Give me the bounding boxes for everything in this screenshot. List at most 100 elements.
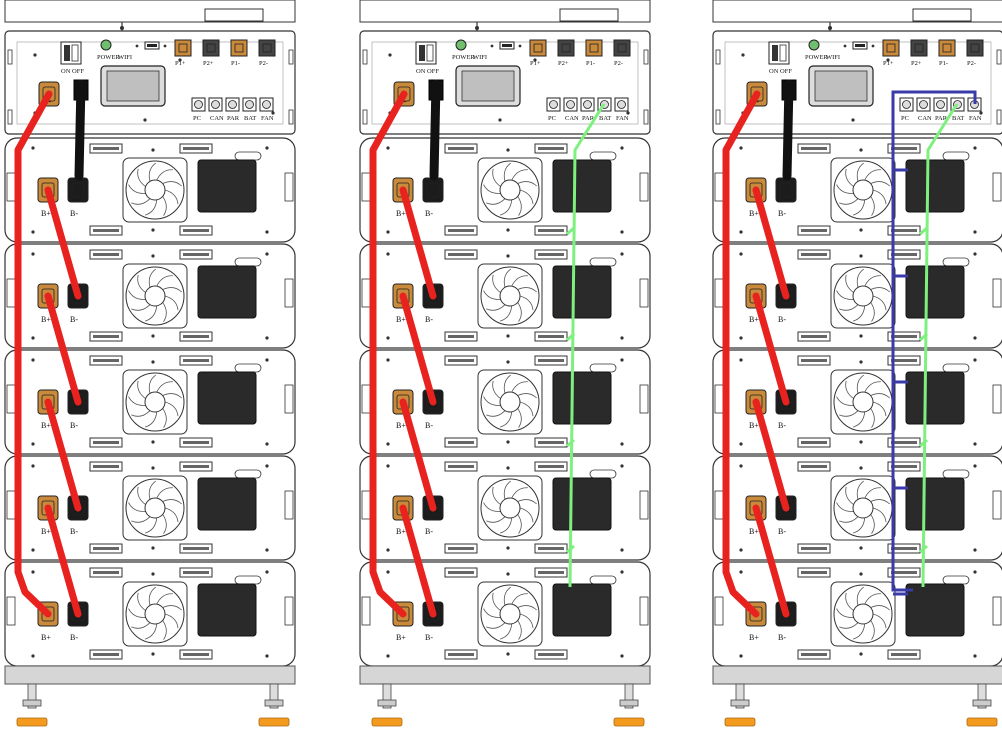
module-handle: [89, 225, 123, 236]
module-handle: [887, 649, 921, 660]
bms-link-tap: [566, 438, 575, 448]
com-port-fan: FAN: [614, 97, 629, 122]
module-positive-label: B+: [41, 527, 51, 536]
battery-module: B+B-: [4, 137, 296, 243]
module-negative-label: B-: [425, 315, 433, 324]
module-negative-label: B-: [425, 209, 433, 218]
negative-cable: [782, 79, 794, 181]
com-port-label: FAN: [969, 115, 982, 122]
module-label-slot: [942, 575, 970, 585]
lid-handle: [204, 8, 264, 22]
module-handle: [179, 143, 213, 154]
main-positive-cable: [722, 90, 761, 618]
module-label-slot: [942, 257, 970, 267]
module-handle: [179, 331, 213, 342]
fan-icon: [122, 475, 188, 541]
com-port-par: PAR: [580, 97, 595, 122]
bms-plate: [552, 265, 612, 319]
module-label-slot: [589, 469, 617, 479]
module-positive-label: B+: [396, 209, 406, 218]
power-led-icon: [808, 39, 820, 51]
module-handle: [444, 461, 478, 472]
fan-icon: [830, 263, 896, 329]
bms-plate: [905, 477, 965, 531]
com-port-par: PAR: [225, 97, 240, 122]
module-handle: [887, 225, 921, 236]
module-handle: [89, 331, 123, 342]
parallel-port-1: P1+: [174, 39, 192, 67]
bms-link-tap: [919, 438, 928, 448]
bms-plate: [197, 583, 257, 637]
leveling-foot: [613, 683, 645, 727]
fan-icon: [830, 157, 896, 223]
com-port-label: PAR: [227, 115, 240, 122]
com-port-label: PC: [548, 115, 556, 122]
series-cable: [752, 186, 790, 300]
bms-plate: [552, 159, 612, 213]
fan-icon: [830, 475, 896, 541]
module-negative-label: B-: [70, 209, 78, 218]
bms-link-tap: [919, 226, 928, 236]
fan-icon: [122, 369, 188, 435]
lcd-display: [100, 65, 166, 107]
bms-link-tap: [919, 544, 928, 554]
com-port-label: PAR: [582, 115, 595, 122]
module-handle: [887, 355, 921, 366]
module-label-slot: [589, 151, 617, 161]
module-negative-label: B-: [778, 315, 786, 324]
module-handle: [89, 249, 123, 260]
com-port-label: CAN: [210, 115, 224, 122]
com-port-label: PAR: [935, 115, 948, 122]
com-port-label: PC: [193, 115, 201, 122]
module-handle: [887, 331, 921, 342]
com-port-par: PAR: [933, 97, 948, 122]
battery-module: B+B-: [712, 243, 1002, 349]
module-handle: [89, 567, 123, 578]
power-cables: [369, 79, 441, 618]
parallel-port-label: P1+: [530, 60, 541, 67]
fan-icon: [477, 581, 543, 647]
com-port-can: CAN: [916, 97, 932, 122]
module-handle: [534, 225, 568, 236]
wifi-label: WIFI: [826, 54, 840, 61]
module-handle: [89, 437, 123, 448]
parallel-port-label: P2+: [203, 60, 214, 67]
battery-module: B+B-: [712, 561, 1002, 667]
on-off-switch: [415, 41, 437, 65]
parallel-port-2: P2+: [557, 39, 575, 67]
com-port-label: BAT: [244, 115, 256, 122]
module-handle: [179, 225, 213, 236]
module-handle: [179, 437, 213, 448]
fan-icon: [122, 157, 188, 223]
leveling-foot: [258, 683, 290, 727]
module-positive-label: B+: [749, 633, 759, 642]
module-handle: [179, 249, 213, 260]
parallel-port-label: P2+: [558, 60, 569, 67]
series-cable: [399, 504, 437, 618]
bms-plate: [905, 159, 965, 213]
module-handle: [534, 437, 568, 448]
module-handle: [887, 543, 921, 554]
module-handle: [797, 249, 831, 260]
com-port-label: CAN: [918, 115, 932, 122]
module-handle: [444, 437, 478, 448]
module-handle: [179, 567, 213, 578]
module-label-slot: [942, 469, 970, 479]
battery-module: B+B-: [712, 455, 1002, 561]
module-handle: [887, 437, 921, 448]
bms-link-tap: [566, 226, 575, 236]
com-port-label: PC: [901, 115, 909, 122]
module-positive-label: B+: [396, 527, 406, 536]
module-label-slot: [942, 151, 970, 161]
parallel-port-label: P2+: [911, 60, 922, 67]
battery-module: B+B-: [359, 561, 651, 667]
series-cable: [752, 398, 790, 512]
module-negative-label: B-: [70, 315, 78, 324]
module-positive-label: B+: [41, 421, 51, 430]
module-negative-terminal: [775, 177, 797, 203]
module-handle: [797, 143, 831, 154]
module-handle: [444, 543, 478, 554]
com-port-label: CAN: [565, 115, 579, 122]
module-negative-label: B-: [778, 209, 786, 218]
